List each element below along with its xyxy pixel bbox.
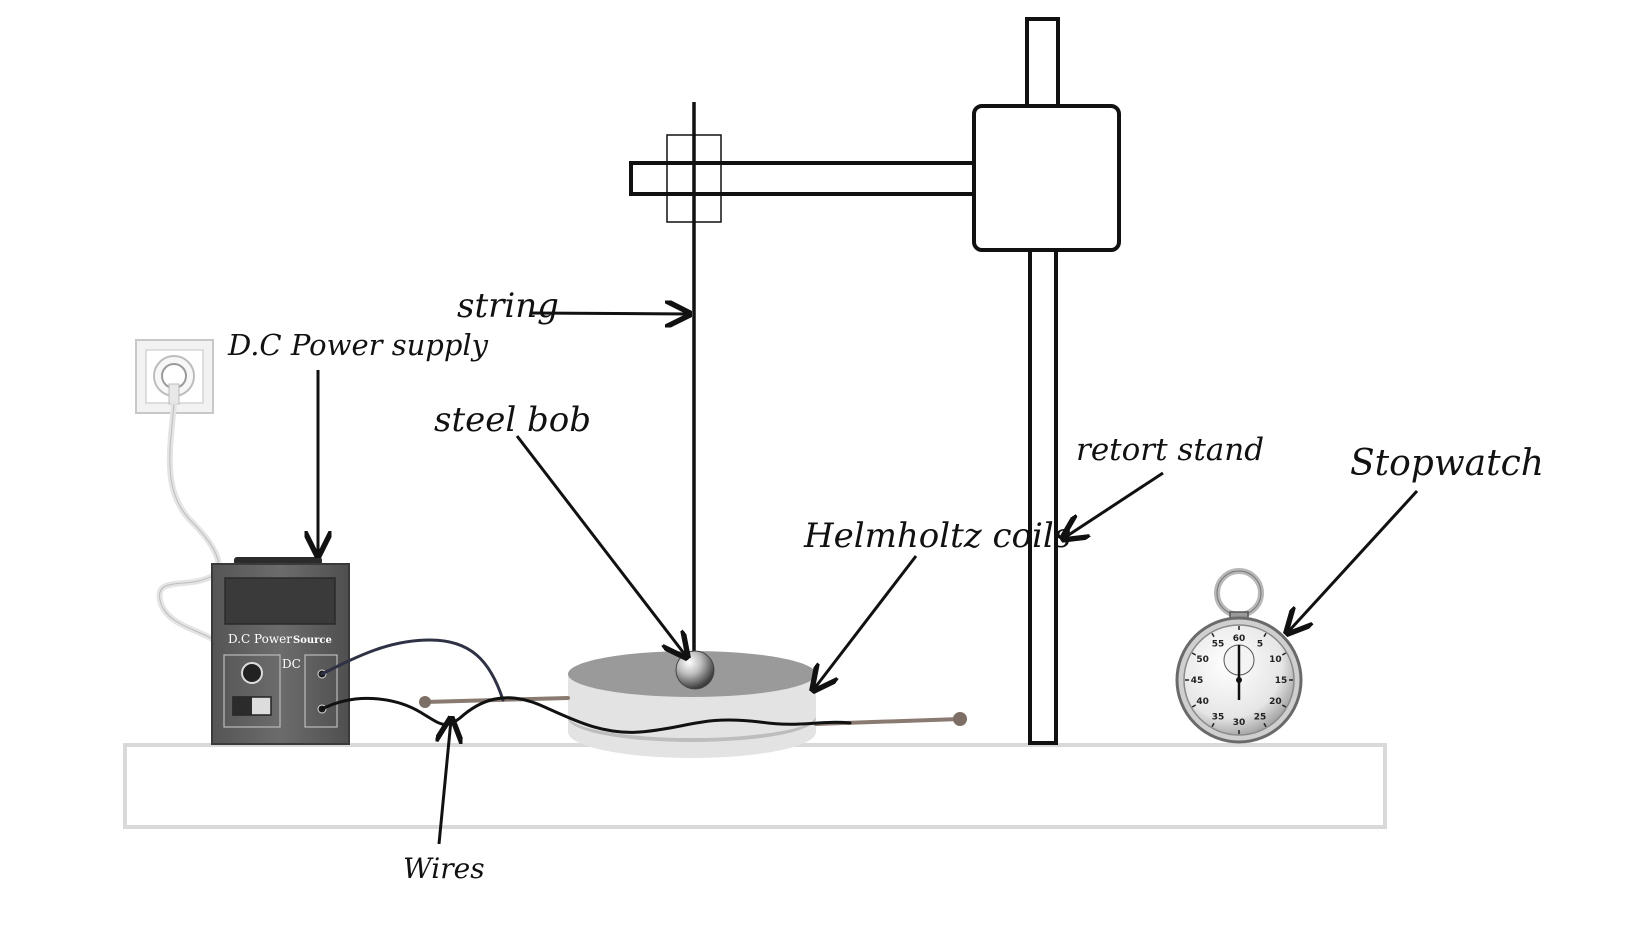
dial-number: 15 — [1275, 676, 1288, 686]
dial-number: 25 — [1254, 712, 1267, 722]
dial-tick — [1191, 652, 1197, 656]
string-holder — [666, 102, 722, 655]
dial-number: 55 — [1212, 640, 1225, 650]
arrow-retort-stand — [1064, 471, 1164, 538]
dial-number: 10 — [1269, 655, 1282, 665]
dial-number: 60 — [1233, 634, 1246, 644]
wire-black — [320, 696, 852, 734]
horizontal-arm — [629, 161, 978, 196]
label-stopwatch: Stopwatch — [1350, 443, 1544, 484]
label-retort-stand: retort stand — [1076, 432, 1264, 468]
string-clamp — [666, 134, 722, 223]
dial-tick — [1211, 722, 1215, 728]
psu-knob — [241, 662, 263, 684]
psu-display — [224, 577, 336, 625]
dc-power-source: D.C Power Source DC — [211, 557, 350, 745]
arrow-string — [529, 313, 688, 314]
dial-number: 35 — [1212, 712, 1225, 722]
arrow-wires — [439, 720, 451, 845]
dial-tick — [1211, 632, 1215, 638]
dial-number: 50 — [1196, 655, 1209, 665]
bench — [123, 743, 1387, 829]
dial-number: 45 — [1191, 676, 1204, 686]
label-string: string — [457, 286, 559, 326]
psu-dc-label: DC — [282, 657, 301, 671]
psu-brand-b: Source — [293, 635, 332, 646]
power-cable — [156, 401, 222, 643]
wall-socket — [135, 339, 222, 643]
labels: string D.C Power supply steel bob retort… — [227, 286, 1544, 885]
dial-tick — [1263, 632, 1267, 638]
retort-rod-lower — [1028, 246, 1058, 745]
label-steel-bob: steel bob — [434, 400, 591, 440]
label-power-supply: D.C Power supply — [227, 328, 489, 362]
pointer-arrows — [318, 313, 1419, 845]
steel-bob — [675, 650, 715, 690]
dial-tick — [1281, 704, 1287, 708]
dial-number: 40 — [1196, 697, 1209, 707]
dial-tick — [1263, 722, 1267, 728]
label-helmholtz-coils: Helmholtz coils — [803, 516, 1071, 556]
wires — [320, 638, 852, 734]
label-wires: Wires — [403, 852, 485, 885]
boss-clamp — [972, 104, 1121, 252]
retort-rod — [1025, 17, 1060, 110]
arrow-stopwatch — [1288, 489, 1419, 632]
arrow-steel-bob — [515, 435, 686, 656]
dial-tick — [1281, 652, 1287, 656]
psu-brand-a: D.C Power — [228, 632, 292, 646]
dial-number: 20 — [1269, 697, 1282, 707]
dial-number: 5 — [1257, 640, 1263, 650]
dial-number: 30 — [1233, 718, 1246, 728]
arrow-helmholtz-coils — [814, 555, 918, 689]
wire-blue — [320, 638, 505, 702]
dial-tick — [1191, 704, 1197, 708]
retort-stand — [629, 17, 1121, 745]
